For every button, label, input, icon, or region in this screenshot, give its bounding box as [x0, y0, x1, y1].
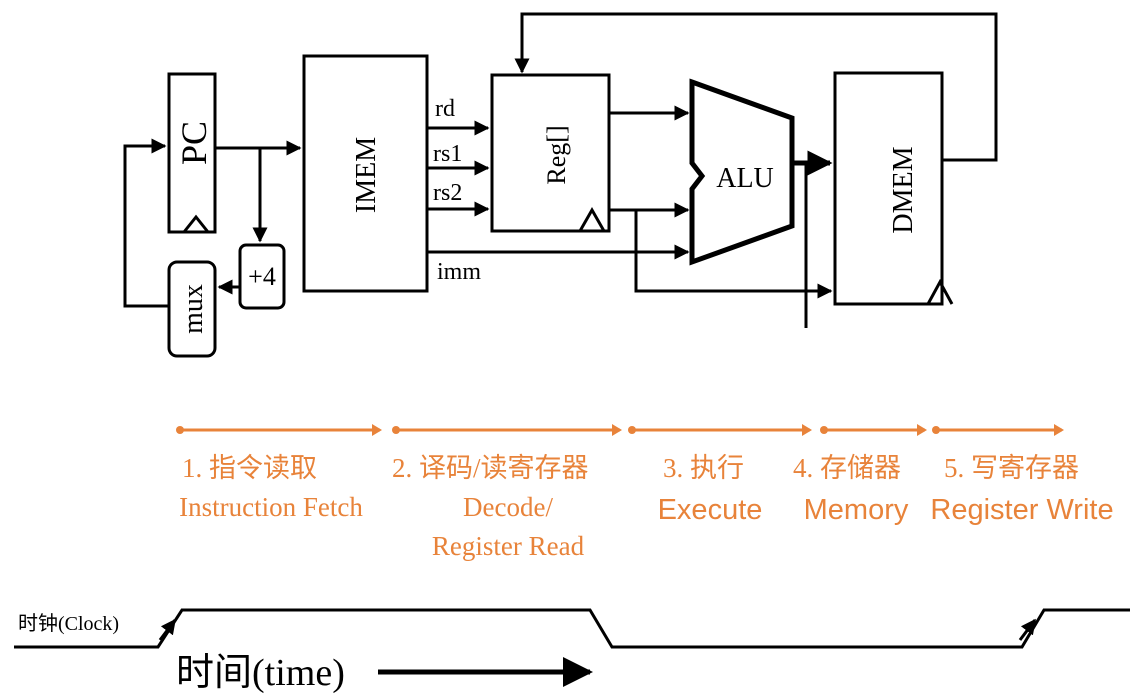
imem-block: IMEM: [302, 54, 429, 293]
stage-2-en-2: Register Read: [432, 531, 585, 561]
mux-label: mux: [178, 284, 209, 334]
stage-4-en: Memory: [804, 494, 909, 526]
pc-label: PC: [174, 121, 214, 165]
rs2-label: rs2: [433, 180, 462, 206]
stage-1-en: Instruction Fetch: [179, 492, 363, 522]
stage-5-en: Register Write: [930, 494, 1113, 526]
time-label: 时间(time): [176, 652, 345, 694]
datapath-wires: [123, 105, 833, 328]
stage-1-cn: 1. 指令读取: [182, 453, 317, 483]
imem-label: IMEM: [351, 137, 382, 213]
stage-3-cn: 3. 执行: [663, 453, 744, 483]
clock-waveform: 时钟(Clock): [14, 608, 1130, 649]
reg-label: Reg[]: [542, 125, 571, 184]
plus4-label: +4: [248, 262, 276, 291]
dmem-clock-icon: [926, 278, 954, 305]
stage-2-en-1: Decode/: [463, 492, 553, 522]
dmem-label: DMEM: [888, 146, 919, 233]
alu-label: ALU: [716, 163, 774, 194]
pc-register: PC: [167, 72, 217, 234]
pc-mux: mux: [167, 260, 217, 358]
stage-labels: 1. 指令读取 Instruction Fetch 2. 译码/读寄存器 Dec…: [179, 453, 1113, 561]
plus4-adder: +4: [238, 243, 286, 310]
pc-clock-icon: [182, 214, 210, 233]
imm-label: imm: [437, 259, 481, 285]
stage-3-en: Execute: [658, 494, 763, 526]
stage-2-cn: 2. 译码/读寄存器: [392, 453, 589, 483]
alu-block: ALU: [689, 78, 795, 266]
rs1-label: rs1: [433, 141, 462, 167]
time-axis: 时间(time): [176, 652, 593, 694]
rd-label: rd: [435, 96, 455, 122]
reg-clock-icon: [578, 206, 606, 232]
stage-5-cn: 5. 写寄存器: [944, 453, 1079, 483]
clock-label: 时钟(Clock): [18, 612, 119, 635]
dmem-block: DMEM: [833, 71, 954, 306]
writeback-wire: [514, 12, 998, 162]
stage-4-cn: 4. 存储器: [793, 453, 901, 483]
register-file: Reg[]: [490, 73, 611, 233]
stage-arrows: [176, 424, 1064, 436]
